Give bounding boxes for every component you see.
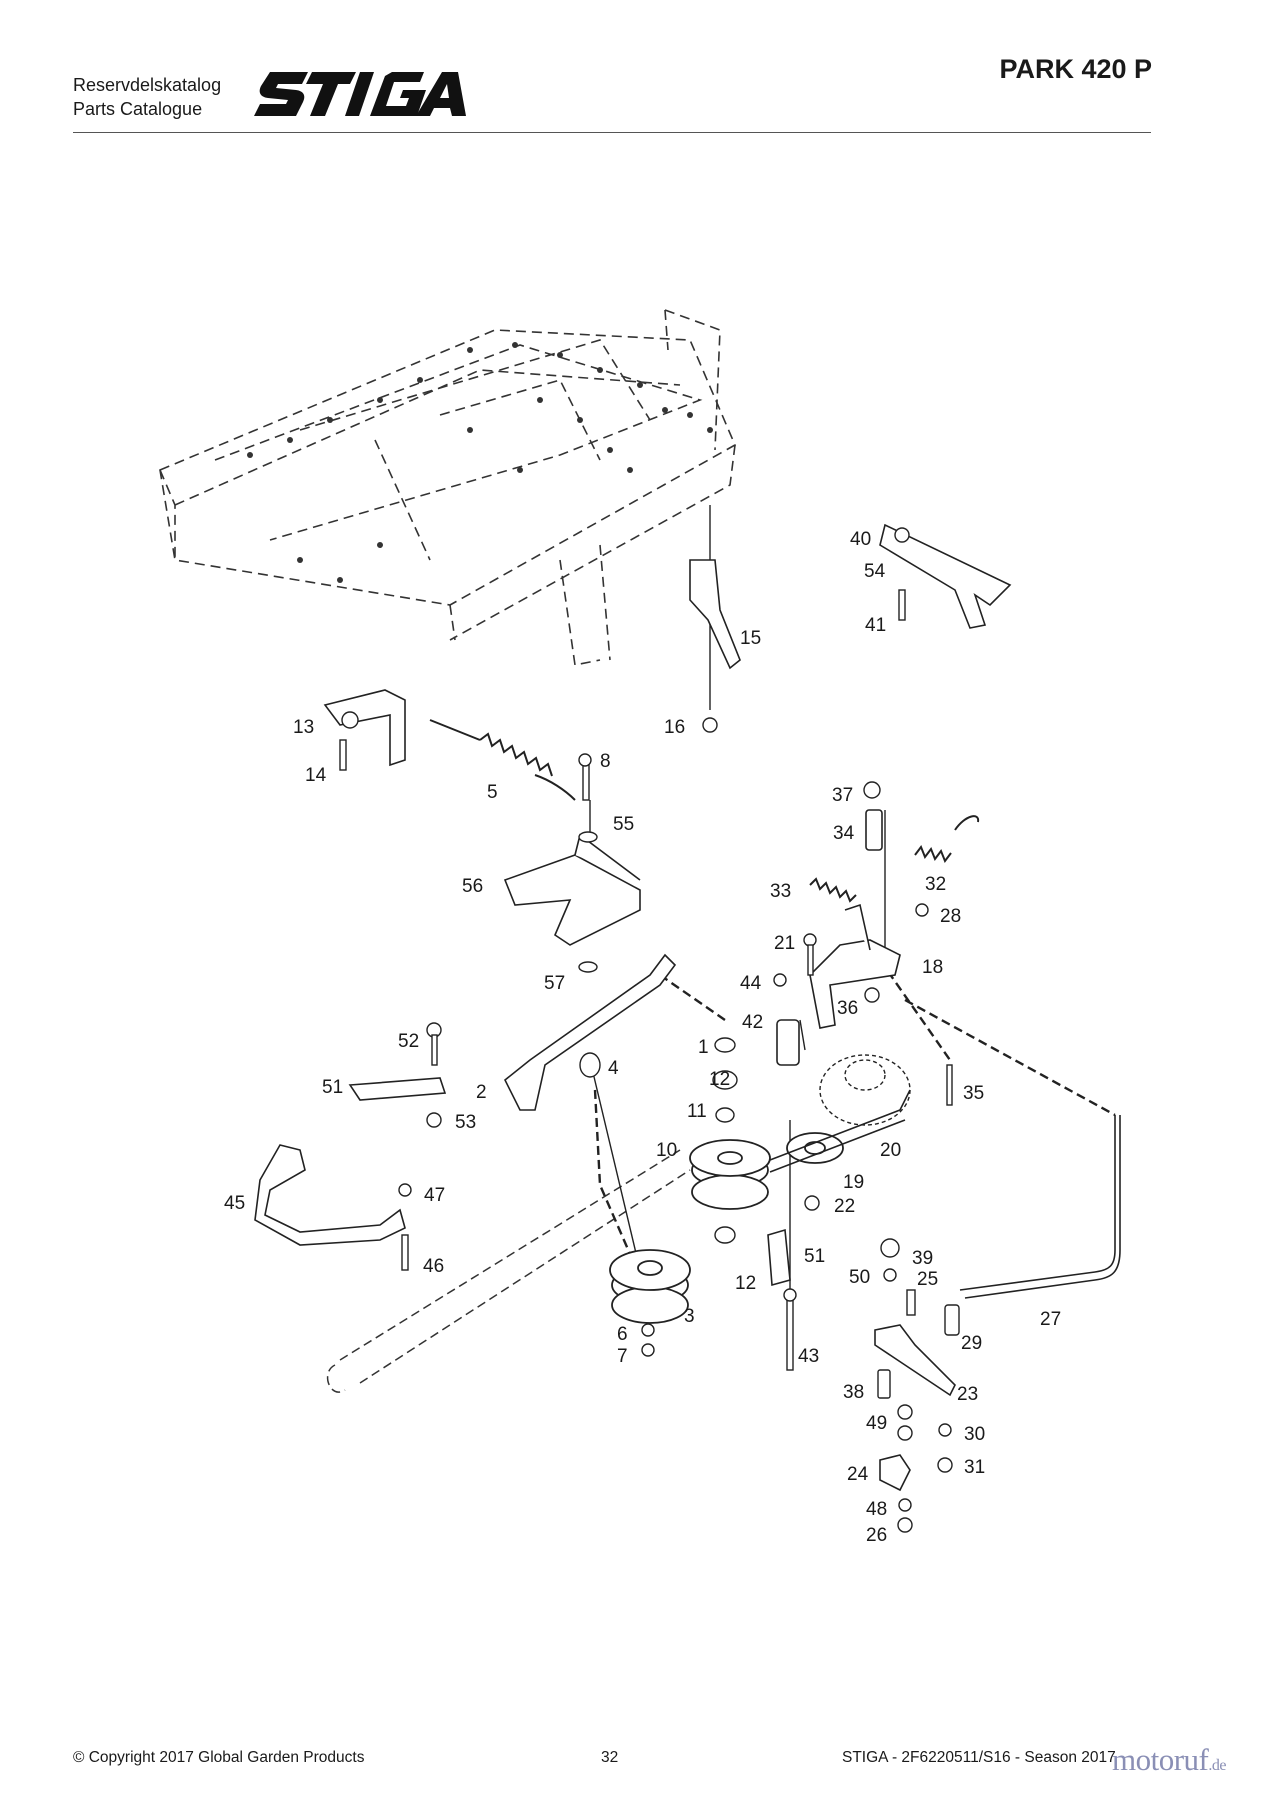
watermark-text: motoruf <box>1112 1742 1209 1777</box>
watermark-suffix: .de <box>1208 1757 1226 1774</box>
callout: 57 <box>544 973 565 994</box>
callout: 54 <box>864 561 886 582</box>
part-bracket-40 <box>879 523 1012 629</box>
callout: 50 <box>849 1267 870 1288</box>
callout: 2 <box>476 1082 487 1103</box>
callout: 10 <box>656 1140 677 1161</box>
part-springs-32-33 <box>809 815 980 903</box>
catalog-title-swedish: Reservdelskatalog <box>73 75 222 95</box>
callout: 52 <box>398 1031 419 1052</box>
callout: 42 <box>742 1012 763 1033</box>
callout: 25 <box>917 1269 938 1290</box>
callout: 4 <box>608 1058 619 1079</box>
callout: 27 <box>1040 1309 1061 1330</box>
callout: 15 <box>740 628 761 649</box>
callout: 14 <box>305 765 327 786</box>
callout: 6 <box>617 1324 628 1345</box>
callout: 16 <box>664 717 685 738</box>
callout: 7 <box>617 1346 628 1367</box>
callout: 13 <box>293 717 314 738</box>
callout: 49 <box>866 1413 887 1434</box>
part-belt-20 <box>769 1089 911 1173</box>
callout: 20 <box>880 1140 901 1161</box>
callout: 41 <box>865 615 886 636</box>
model-name: PARK 420 P <box>999 54 1152 84</box>
catalog-title-english: Parts Catalogue <box>73 99 203 119</box>
callout: 40 <box>850 529 871 550</box>
callout: 30 <box>964 1424 985 1445</box>
drive-belt-outline <box>326 1149 691 1393</box>
callout: 1 <box>698 1037 709 1058</box>
part-bracket-24 <box>879 1454 911 1492</box>
part-bracket-13 <box>323 689 406 767</box>
part-arm-23 <box>874 1324 956 1397</box>
part-bracket-18 <box>809 903 901 1029</box>
callout: 12 <box>709 1069 730 1090</box>
part-lever-2 <box>503 953 677 1111</box>
callout: 39 <box>912 1248 933 1269</box>
callout: 19 <box>843 1172 864 1193</box>
callout: 48 <box>866 1499 887 1520</box>
callout: 32 <box>925 874 946 895</box>
callout: 51 <box>322 1077 343 1098</box>
callout: 21 <box>774 933 795 954</box>
callout: 51 <box>804 1246 825 1267</box>
part-pulley-10 <box>689 1139 771 1210</box>
callout: 8 <box>600 751 611 772</box>
callout: 44 <box>740 973 762 994</box>
callout: 24 <box>847 1464 869 1485</box>
callout: 56 <box>462 876 483 897</box>
chassis-frame-outline <box>159 309 737 666</box>
part-transmission-20 <box>819 1054 911 1126</box>
chassis-holes <box>247 342 713 583</box>
part-pedal-56 <box>503 833 641 946</box>
header-divider <box>73 132 1151 133</box>
callout: 34 <box>833 823 855 844</box>
stiga-logo <box>254 72 466 116</box>
callout: 45 <box>224 1193 245 1214</box>
callout: 26 <box>866 1525 887 1546</box>
callout: 37 <box>832 785 853 806</box>
callout: 38 <box>843 1382 864 1403</box>
callout: 46 <box>423 1256 444 1277</box>
footer-reference: STIGA - 2F6220511/S16 - Season 2017 <box>842 1749 1116 1766</box>
part-spacer-34 <box>865 809 883 851</box>
callout: 33 <box>770 881 791 902</box>
callout: 43 <box>798 1346 819 1367</box>
part-bracket-51b <box>767 1228 791 1287</box>
footer-copyright: © Copyright 2017 Global Garden Products <box>73 1749 365 1766</box>
part-bracket-15 <box>689 559 741 670</box>
callout: 47 <box>424 1185 445 1206</box>
hardware-fasteners <box>339 527 960 1533</box>
callout: 36 <box>837 998 858 1019</box>
callout: 5 <box>487 782 498 803</box>
callout: 18 <box>922 957 943 978</box>
callout-labels: 1 2 3 4 5 6 7 8 10 11 12 12 13 14 15 16 … <box>224 529 1061 1546</box>
callout: 31 <box>964 1457 985 1478</box>
callout: 28 <box>940 906 961 927</box>
callout: 29 <box>961 1333 982 1354</box>
rod-27 <box>959 1115 1121 1299</box>
part-pulley-19 <box>786 1132 844 1164</box>
callout: 12 <box>735 1273 756 1294</box>
callout: 53 <box>455 1112 476 1133</box>
part-arm-45 <box>254 1144 406 1246</box>
callout: 23 <box>957 1384 978 1405</box>
dashed-connectors <box>593 959 1116 1301</box>
callout: 35 <box>963 1083 984 1104</box>
callout: 55 <box>613 814 634 835</box>
part-plate-51 <box>348 1077 447 1101</box>
callout: 22 <box>834 1196 855 1217</box>
part-spring-5 <box>429 719 576 801</box>
part-spacer-42 <box>776 1019 800 1066</box>
watermark-logo: motoruf.de <box>1112 1742 1226 1778</box>
footer-page-number: 32 <box>601 1749 619 1766</box>
leader-lines <box>589 505 886 1360</box>
callout: 3 <box>684 1306 695 1327</box>
callout: 11 <box>687 1101 707 1122</box>
part-pulley-3 <box>609 1249 691 1324</box>
